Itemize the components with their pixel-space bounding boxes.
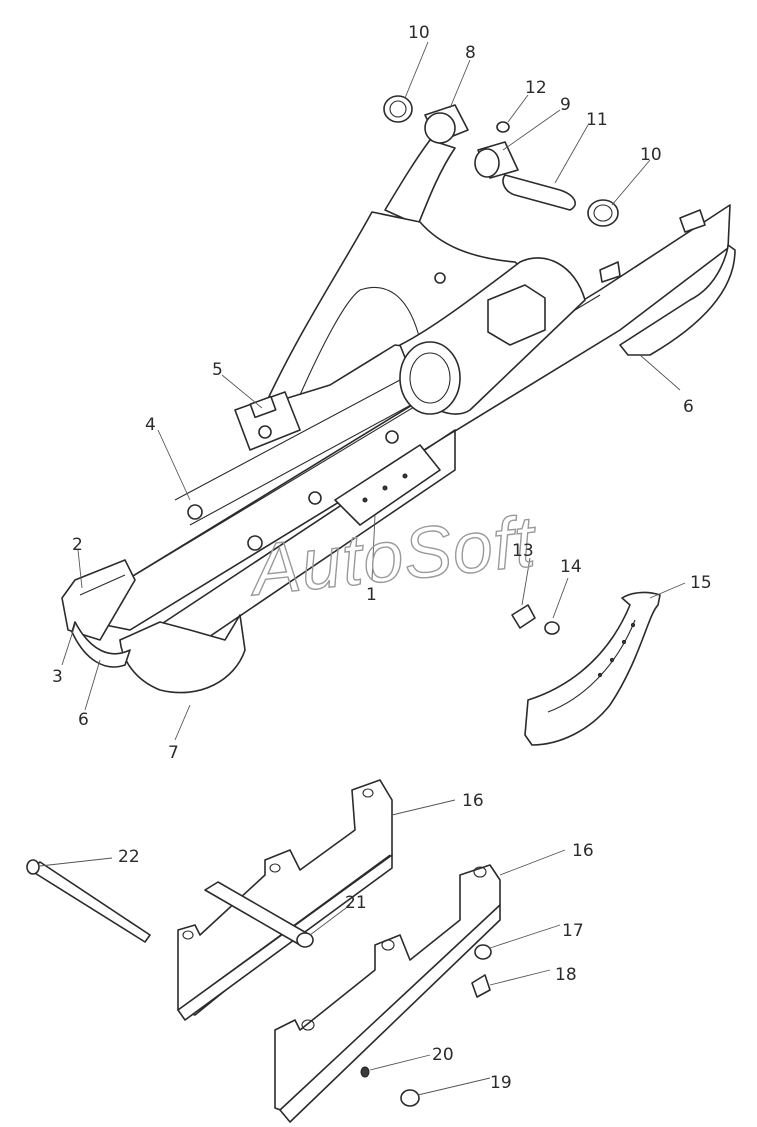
callout-15: 15: [690, 573, 712, 593]
callout-14: 14: [560, 557, 582, 577]
callout-6-left: 6: [78, 710, 89, 730]
callout-7: 7: [168, 743, 179, 763]
callout-18: 18: [555, 965, 577, 985]
callout-20: 20: [432, 1045, 454, 1065]
callout-17: 17: [562, 921, 584, 941]
callout-1: 1: [366, 585, 377, 605]
callout-21: 21: [345, 893, 367, 913]
callout-labels: 1 2 3 4 5 6 6 7 8 9 10 10 11 12 13 14 15…: [52, 23, 712, 1093]
callout-22: 22: [118, 847, 140, 867]
callout-6-right: 6: [683, 397, 694, 417]
guard-15: [511, 591, 661, 746]
callout-12: 12: [525, 78, 547, 98]
callout-10-right: 10: [640, 145, 662, 165]
callout-10-left: 10: [408, 23, 430, 43]
callout-13: 13: [512, 541, 534, 561]
callout-16-top: 16: [462, 791, 484, 811]
callout-16-bottom: 16: [572, 841, 594, 861]
stand-assembly: [26, 779, 501, 1123]
leader-lines: [39, 41, 686, 1096]
callout-3: 3: [52, 667, 63, 687]
callout-9: 9: [560, 95, 571, 115]
callout-8: 8: [465, 43, 476, 63]
callout-19: 19: [490, 1073, 512, 1093]
callout-11: 11: [586, 110, 608, 130]
callout-2: 2: [72, 535, 83, 555]
callout-4: 4: [145, 415, 156, 435]
pivot-parts: [383, 95, 619, 227]
main-frame: [61, 139, 736, 694]
callout-5: 5: [212, 360, 223, 380]
